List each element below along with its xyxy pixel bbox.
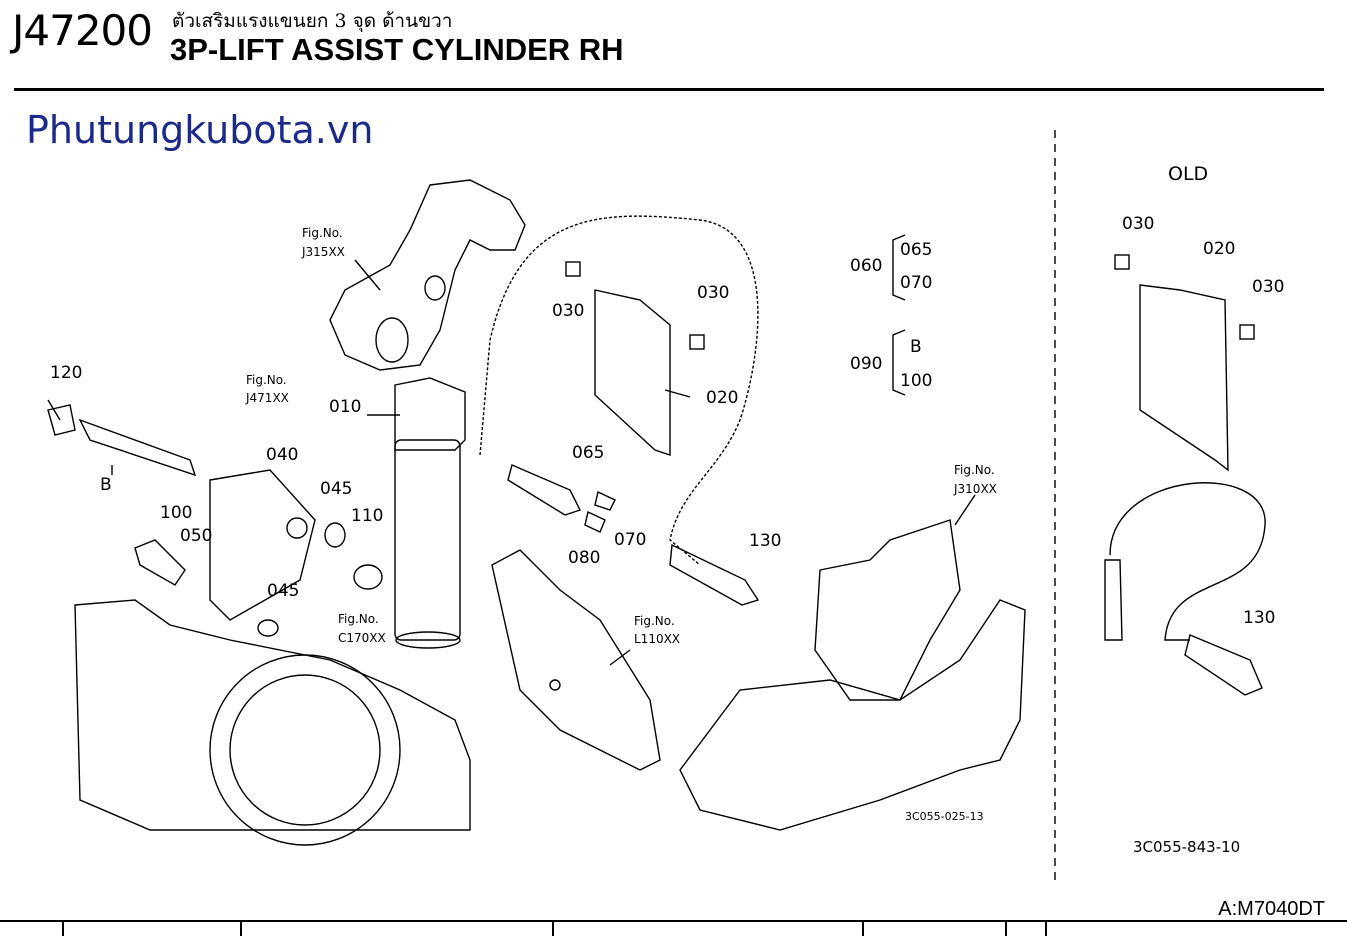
fitting-070 bbox=[594, 490, 616, 511]
label-070-group: 070 bbox=[900, 273, 932, 293]
bolt-120 bbox=[47, 404, 76, 436]
housing-flange bbox=[209, 654, 401, 846]
footer-tick bbox=[62, 920, 64, 936]
label-080: 080 bbox=[568, 548, 600, 568]
label-110: 110 bbox=[351, 506, 383, 526]
label-120: 120 bbox=[50, 363, 82, 383]
bracket-l110 bbox=[491, 549, 661, 771]
footer-tick bbox=[240, 920, 242, 936]
old-fitting-130 bbox=[1184, 634, 1263, 696]
fig-label-j315: Fig.No. bbox=[302, 226, 343, 240]
label-020: 020 bbox=[706, 388, 738, 408]
label-030-b: 030 bbox=[697, 283, 729, 303]
housing-right bbox=[679, 599, 1026, 831]
old-pipe bbox=[1109, 482, 1266, 641]
fig-ref-j315: J315XX bbox=[301, 245, 345, 259]
fig-label-j310: Fig.No. bbox=[954, 463, 995, 477]
lift-arm-shape bbox=[329, 179, 526, 371]
fig-ref-l110: L110XX bbox=[634, 632, 680, 646]
valve-block bbox=[814, 519, 961, 701]
cylinder-body bbox=[394, 439, 461, 641]
label-100: 100 bbox=[160, 503, 192, 523]
fitting-080 bbox=[584, 510, 606, 533]
label-b-group: B bbox=[910, 337, 922, 357]
fitting-130 bbox=[669, 543, 760, 606]
old-fitting-left bbox=[1104, 559, 1123, 641]
cylinder-head bbox=[394, 377, 466, 451]
part-labels: Fig.No. J315XX Fig.No. J471XX Fig.No. C1… bbox=[50, 163, 1284, 856]
label-010: 010 bbox=[329, 397, 361, 417]
bracket-040 bbox=[209, 469, 316, 621]
label-070: 070 bbox=[614, 530, 646, 550]
label-b: B bbox=[100, 475, 112, 495]
bracket-l110-hole bbox=[549, 679, 561, 691]
footer-tick bbox=[862, 920, 864, 936]
washer-045-top bbox=[324, 522, 346, 548]
hose-065 bbox=[507, 464, 581, 516]
label-090: 090 bbox=[850, 354, 882, 374]
old-bolt-030-a bbox=[1114, 254, 1130, 270]
footer-rule bbox=[0, 920, 1347, 922]
footer-tick bbox=[1045, 920, 1047, 936]
label-030-a: 030 bbox=[552, 301, 584, 321]
label-050: 050 bbox=[180, 526, 212, 546]
fig-label-c170: Fig.No. bbox=[338, 612, 379, 626]
leader-120 bbox=[47, 399, 61, 421]
watermark-text: Phutungkubota.vn bbox=[26, 108, 374, 152]
label-065-group: 065 bbox=[900, 240, 932, 260]
page-code: J47200 bbox=[12, 6, 153, 55]
footer-tick bbox=[552, 920, 554, 936]
pipe-line bbox=[479, 215, 759, 566]
label-045-a: 045 bbox=[320, 479, 352, 499]
leader-l110 bbox=[609, 649, 631, 666]
label-065: 065 bbox=[572, 443, 604, 463]
bolt-050 bbox=[134, 539, 186, 586]
header-rule bbox=[14, 88, 1324, 91]
model-code: A:M7040DT bbox=[1218, 898, 1325, 920]
old-label-130: 130 bbox=[1243, 608, 1275, 628]
thai-title: ตัวเสริมแรงแขนยก 3 จุด ด้านขวา bbox=[172, 10, 453, 32]
pin-b bbox=[78, 418, 197, 477]
bracket-090 bbox=[892, 329, 906, 396]
fig-ref-j471: J471XX bbox=[245, 391, 289, 405]
old-label-030-b: 030 bbox=[1252, 277, 1284, 297]
old-label: OLD bbox=[1168, 163, 1208, 185]
washer-045-bottom bbox=[257, 619, 279, 637]
bracket-060 bbox=[892, 234, 906, 301]
bolt-030-b bbox=[689, 334, 705, 350]
shield-020 bbox=[594, 289, 671, 456]
label-100-group: 100 bbox=[900, 371, 932, 391]
page-title: 3P-LIFT ASSIST CYLINDER RH bbox=[170, 32, 624, 67]
fig-ref-c170: C170XX bbox=[338, 631, 386, 645]
fig-label-j471: Fig.No. bbox=[246, 373, 287, 387]
lift-arm-boss bbox=[375, 317, 409, 363]
footer-tick bbox=[1005, 920, 1007, 936]
fig-ref-j310: J310XX bbox=[953, 482, 997, 496]
label-045-b: 045 bbox=[267, 581, 299, 601]
old-shield-020 bbox=[1139, 284, 1229, 472]
leader-020 bbox=[664, 389, 691, 398]
main-drawing-code: 3C055-025-13 bbox=[905, 810, 984, 823]
bolt-030-a bbox=[565, 261, 581, 277]
leader-j315 bbox=[354, 259, 381, 291]
label-060: 060 bbox=[850, 256, 882, 276]
fig-label-l110: Fig.No. bbox=[634, 614, 675, 628]
bushing-110 bbox=[353, 564, 383, 590]
housing-left bbox=[74, 599, 471, 831]
bracket-hole bbox=[286, 517, 308, 539]
cylinder-bottom bbox=[395, 631, 461, 649]
old-label-030-a: 030 bbox=[1122, 214, 1154, 234]
old-bolt-030-b bbox=[1239, 324, 1255, 340]
lift-arm-hole bbox=[424, 275, 446, 301]
leader-j310 bbox=[954, 494, 976, 526]
housing-flange-inner bbox=[229, 674, 381, 826]
old-label-020: 020 bbox=[1203, 239, 1235, 259]
label-040: 040 bbox=[266, 445, 298, 465]
label-130: 130 bbox=[749, 531, 781, 551]
old-drawing-code: 3C055-843-10 bbox=[1133, 838, 1240, 856]
